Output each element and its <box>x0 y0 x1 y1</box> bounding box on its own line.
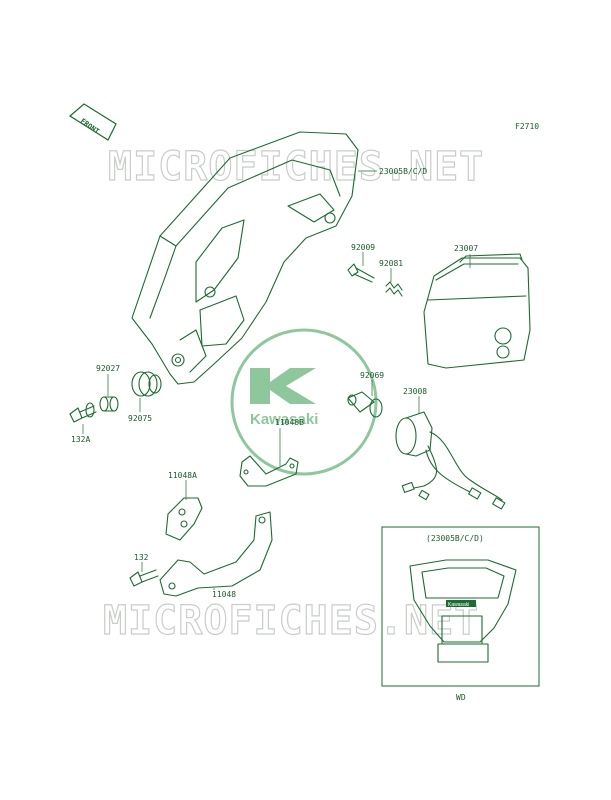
bolt-132A <box>69 402 97 423</box>
label-132A: 132A <box>71 435 90 444</box>
headlight-cowl <box>131 131 359 385</box>
headlight-lens <box>423 253 531 369</box>
label-132: 132 <box>134 553 149 562</box>
bracket-11048B <box>239 455 299 487</box>
label-92027: 92027 <box>96 364 120 373</box>
inset-title: (23005B/C/D) <box>426 534 484 543</box>
watermark-top: MICROFICHES.NET <box>108 144 484 190</box>
socket-92069 <box>347 391 383 418</box>
spring-92081 <box>385 281 403 297</box>
bracket-11048 <box>159 511 273 597</box>
inset-brand: Kawasaki <box>448 602 469 608</box>
watermark-bottom: MICROFICHES.NET <box>103 598 479 644</box>
label-23007: 23007 <box>454 244 478 253</box>
label-92081: 92081 <box>379 259 403 268</box>
label-11048: 11048 <box>212 590 236 599</box>
figure-code: F2710 <box>515 122 539 131</box>
label-92075: 92075 <box>128 414 152 423</box>
label-92069: 92069 <box>360 371 384 380</box>
inset-footer: WD <box>456 693 466 702</box>
label-23005: 23005B/C/D <box>379 167 427 176</box>
label-11048A: 11048A <box>168 471 197 480</box>
bracket-11048A <box>165 497 203 541</box>
label-23008: 23008 <box>403 387 427 396</box>
grommet-92075 <box>131 371 162 397</box>
label-11048B: 11048B <box>275 418 304 427</box>
kawasaki-logo: Kawasaki <box>230 328 378 476</box>
label-92009: 92009 <box>351 243 375 252</box>
collar-92027 <box>99 396 119 412</box>
bulb-socket-23008 <box>395 411 506 510</box>
variant-inset: (23005B/C/D) Kawasaki <box>381 526 540 687</box>
front-arrow-icon: FRONT <box>68 103 117 141</box>
bolt-132 <box>129 569 159 587</box>
screw-92009 <box>347 263 375 283</box>
logo-text: Kawasaki <box>250 411 318 428</box>
